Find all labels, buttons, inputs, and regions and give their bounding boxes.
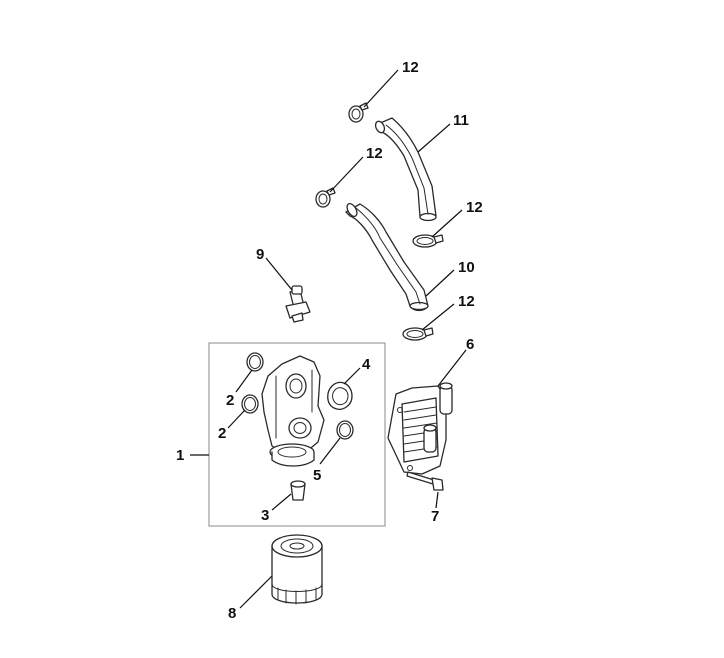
callout-10: 10 bbox=[458, 259, 475, 276]
callout-3: 3 bbox=[261, 507, 269, 524]
callout-2-lower: 2 bbox=[218, 425, 226, 442]
callout-1: 1 bbox=[176, 447, 184, 464]
coolant-hose-lower bbox=[345, 202, 429, 312]
o-ring-upper bbox=[246, 352, 264, 372]
oil-cooler bbox=[387, 382, 453, 475]
housing-gasket bbox=[327, 381, 353, 410]
callout-2b-leader bbox=[227, 409, 246, 429]
callout-12b-leader bbox=[329, 156, 364, 193]
oil-filter-cartridge bbox=[271, 534, 323, 605]
callout-6: 6 bbox=[466, 336, 474, 353]
callout-2-upper: 2 bbox=[226, 392, 234, 409]
callout-8: 8 bbox=[228, 605, 236, 622]
oil-pressure-sensor bbox=[285, 285, 311, 323]
hose-clamp-mid-right bbox=[412, 234, 444, 248]
assembly-group-frame bbox=[208, 342, 386, 527]
callout-6-leader bbox=[437, 349, 467, 387]
callout-4: 4 bbox=[362, 356, 371, 373]
o-ring-lower bbox=[241, 394, 259, 414]
callout-10-leader bbox=[425, 269, 455, 297]
callout-12d-leader bbox=[421, 303, 455, 331]
callout-5: 5 bbox=[313, 467, 321, 484]
callout-7-leader bbox=[435, 491, 439, 509]
oil-filter-housing bbox=[261, 355, 325, 467]
callout-9: 9 bbox=[256, 246, 264, 263]
seal-ring bbox=[336, 420, 354, 440]
sleeve-insert bbox=[290, 480, 306, 501]
callout-12-top: 12 bbox=[402, 59, 419, 76]
callout-5-leader bbox=[319, 437, 341, 465]
callout-7: 7 bbox=[431, 508, 439, 525]
hose-clamp-mid-left bbox=[315, 187, 336, 208]
callout-4-leader bbox=[343, 367, 361, 385]
callout-12-mid-right: 12 bbox=[466, 199, 483, 216]
hose-clamp-bottom bbox=[402, 327, 434, 341]
callout-3-leader bbox=[271, 493, 292, 511]
coolant-hose-upper bbox=[374, 117, 437, 222]
callout-12-mid-left: 12 bbox=[366, 145, 383, 162]
callout-2a-leader bbox=[235, 369, 253, 393]
callout-11: 11 bbox=[453, 112, 469, 129]
callout-12-bottom: 12 bbox=[458, 293, 475, 310]
mounting-bolt bbox=[406, 471, 444, 491]
callout-12a-leader bbox=[363, 69, 399, 108]
callout-12c-leader bbox=[431, 209, 463, 238]
callout-8-leader bbox=[239, 575, 273, 609]
callout-11-leader bbox=[417, 123, 451, 153]
callout-9-leader bbox=[265, 257, 293, 291]
